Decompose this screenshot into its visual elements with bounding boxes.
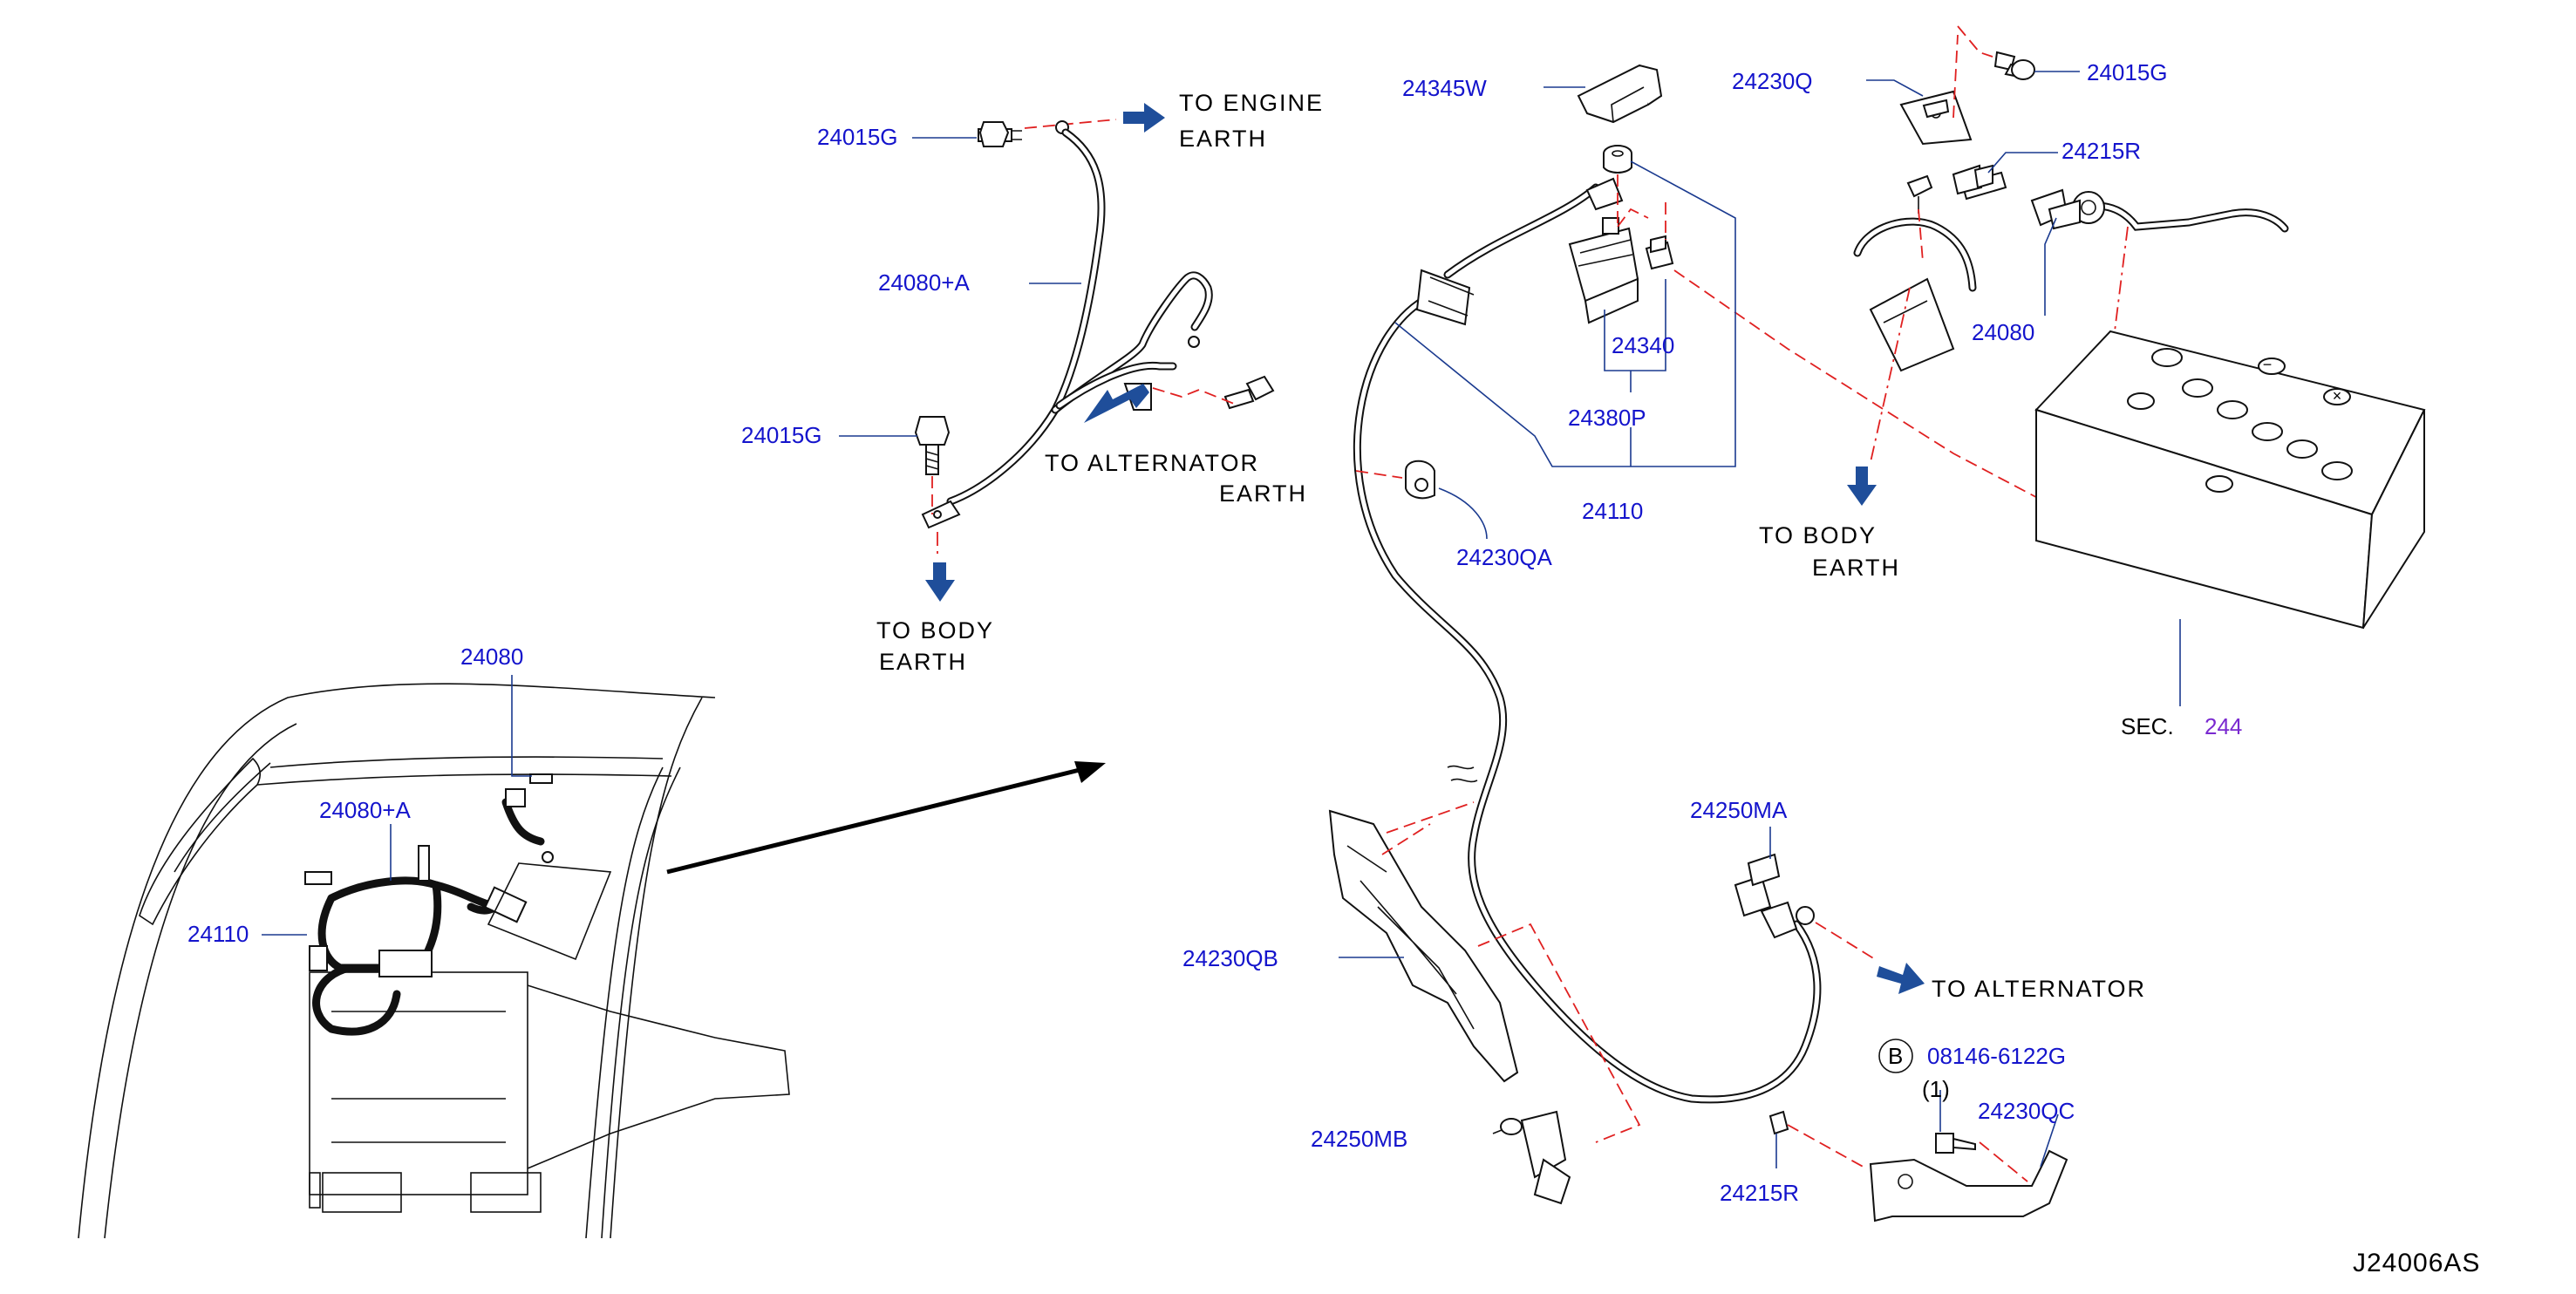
label-24080-inset: 24080 — [460, 644, 523, 670]
note-body-earth-right-line1: TO BODY — [1759, 522, 1877, 548]
label-24250MB: 24250MB — [1311, 1126, 1407, 1152]
bracket-24230QC — [1869, 1039, 2068, 1222]
label-24345W: 24345W — [1402, 75, 1487, 101]
label-24080-right: 24080 — [1972, 319, 2034, 345]
engine-bay-inset — [78, 675, 1106, 1239]
label-24110-inset: 24110 — [187, 921, 249, 947]
label-24230QC: 24230QC — [1978, 1098, 2075, 1124]
bolt-08146 — [1935, 1133, 1976, 1154]
bolt-24015G-mid — [914, 416, 951, 475]
label-24080A-top: 24080+A — [878, 269, 970, 296]
label-24215R-bottom: 24215R — [1720, 1180, 1799, 1206]
section-prefix: SEC. — [2121, 713, 2174, 739]
clip-24215R-bottom — [1768, 1110, 1867, 1169]
note-body-earth-left-line2: EARTH — [879, 649, 967, 675]
section-number: 244 — [2205, 713, 2242, 739]
to-engine-earth-arrow — [1123, 103, 1165, 133]
connector-24250MA — [1734, 827, 1876, 960]
label-24015G-right: 24015G — [2087, 59, 2168, 85]
note-to-alternator: TO ALTERNATOR — [1932, 976, 2146, 1002]
label-08146-6122G: 08146-6122G — [1927, 1043, 2066, 1069]
references: B (1) SEC. 244 J24006AS — [1888, 713, 2480, 1277]
label-24110-main: 24110 — [1582, 498, 1643, 524]
label-24250MA: 24250MA — [1690, 797, 1788, 823]
direction-arrows — [925, 103, 1925, 994]
battery: − × — [2034, 330, 2426, 706]
diagram-code: J24006AS — [2353, 1249, 2480, 1277]
to-body-earth-right-arrow — [1847, 467, 1877, 506]
bolt-24015G-top — [978, 121, 1022, 147]
label-24340: 24340 — [1612, 332, 1674, 358]
part-number-labels: 24015G 24080+A 24015G 24345W 24230Q 2401… — [187, 59, 2168, 1206]
note-engine-earth-line2: EARTH — [1179, 126, 1267, 152]
fusible-link-24380P — [1394, 64, 2216, 537]
note-engine-earth-line1: TO ENGINE — [1179, 90, 1324, 116]
label-24230QA: 24230QA — [1456, 544, 1553, 570]
destination-notes: TO ENGINE EARTH TO ALTERNATOR EARTH TO B… — [876, 90, 2146, 1002]
battery-cable-24110 — [1353, 177, 1822, 1104]
bolt-quantity: (1) — [1922, 1076, 1950, 1102]
battery-caps — [2127, 348, 2353, 493]
label-24380P: 24380P — [1568, 405, 1646, 431]
note-alternator-earth-line1: TO ALTERNATOR — [1045, 450, 1259, 476]
earth-cable-24080A — [839, 119, 1275, 558]
label-24015G-mid: 24015G — [741, 422, 822, 448]
connector-24250MB — [1492, 1110, 1571, 1205]
label-24015G-top: 24015G — [817, 124, 898, 150]
label-24080A-inset: 24080+A — [319, 797, 411, 823]
to-alternator-earth-arrow — [1084, 384, 1149, 423]
label-24215R-top: 24215R — [2061, 138, 2141, 164]
note-alternator-earth-line2: EARTH — [1219, 480, 1307, 507]
to-body-earth-left-arrow — [925, 562, 955, 602]
bolt-symbol-b: B — [1888, 1043, 1903, 1069]
label-24230Q: 24230Q — [1732, 68, 1813, 94]
bracket-24230QB — [1328, 801, 1641, 1143]
note-body-earth-left-line1: TO BODY — [876, 617, 994, 644]
to-alternator-arrow — [1877, 963, 1925, 994]
battery-cable-24080 — [1853, 25, 2289, 463]
note-body-earth-right-line2: EARTH — [1812, 555, 1900, 581]
svg-text:×: × — [2333, 387, 2342, 405]
label-24230QB: 24230QB — [1182, 945, 1278, 971]
bolt-24015G-right — [1993, 51, 2035, 80]
svg-text:−: − — [2263, 356, 2273, 373]
